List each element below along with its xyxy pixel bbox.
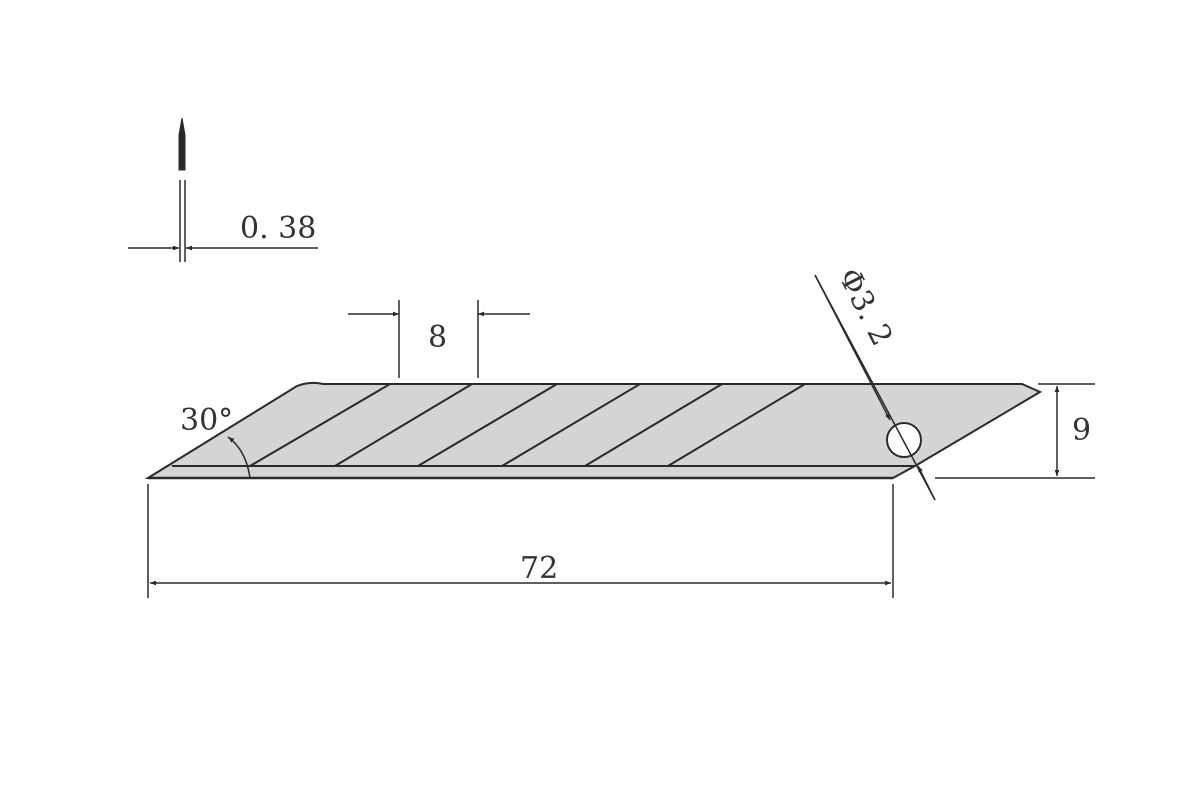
segment-width-label: 8 xyxy=(428,320,447,355)
score-lines xyxy=(249,383,806,467)
hole-diameter-label: Φ3. 2 xyxy=(831,263,899,352)
blade-hole xyxy=(886,422,922,458)
thickness-label: 0. 38 xyxy=(240,211,316,246)
angle-label: 30° xyxy=(180,403,233,438)
height-label: 9 xyxy=(1072,413,1091,448)
length-label: 72 xyxy=(520,551,558,586)
blade-body xyxy=(144,381,1043,479)
